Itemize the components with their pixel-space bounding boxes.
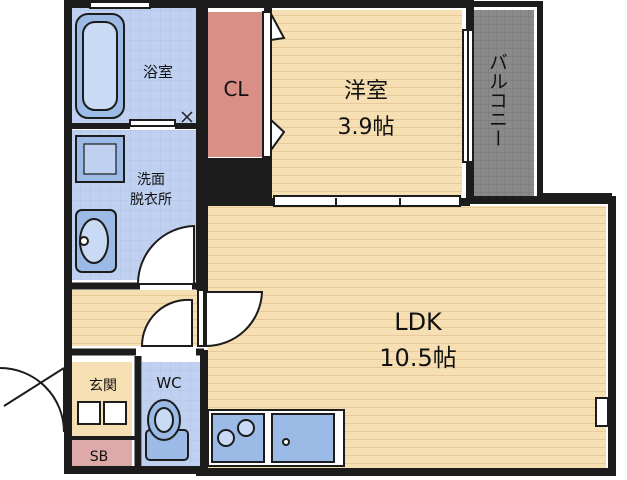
closet-bottom-block bbox=[204, 158, 270, 204]
closet-doors[interactable] bbox=[262, 11, 286, 158]
toilet-label: WC bbox=[156, 374, 181, 392]
ldk-label: LDK bbox=[394, 308, 443, 336]
closet-floor bbox=[208, 12, 264, 157]
closet-label: CL bbox=[223, 77, 249, 101]
bath-window bbox=[89, 1, 151, 9]
western-room-floor bbox=[272, 10, 462, 198]
entrance-door[interactable] bbox=[0, 367, 65, 433]
ldk-size: 10.5帖 bbox=[379, 344, 456, 372]
western-room-label: 洋室 bbox=[344, 79, 388, 104]
balcony-floor bbox=[474, 10, 534, 196]
bath-label: 浴室 bbox=[143, 63, 173, 81]
labels: 浴室 洗面 脱衣所 CL 洋室 3.9帖 バルコニー LDK 10.5帖 玄関 … bbox=[89, 53, 508, 466]
western-door bbox=[273, 195, 461, 207]
shoe-box bbox=[72, 440, 132, 468]
washroom-label-line1: 洗面 bbox=[137, 172, 165, 188]
floors bbox=[72, 8, 606, 468]
ldk-window bbox=[595, 397, 609, 427]
windows bbox=[89, 1, 609, 427]
western-room-size: 3.9帖 bbox=[338, 115, 395, 140]
entrance-label: 玄関 bbox=[89, 377, 117, 394]
balcony-label: バルコニー bbox=[486, 53, 508, 148]
shoe-box-label: SB bbox=[90, 449, 109, 465]
washroom-label-line2: 脱衣所 bbox=[130, 192, 172, 208]
kitchen-sink bbox=[271, 413, 335, 463]
fixtures bbox=[75, 13, 345, 467]
interior-doors[interactable] bbox=[129, 119, 264, 348]
balcony-wall bbox=[470, 1, 612, 199]
entrance-step bbox=[77, 401, 127, 425]
